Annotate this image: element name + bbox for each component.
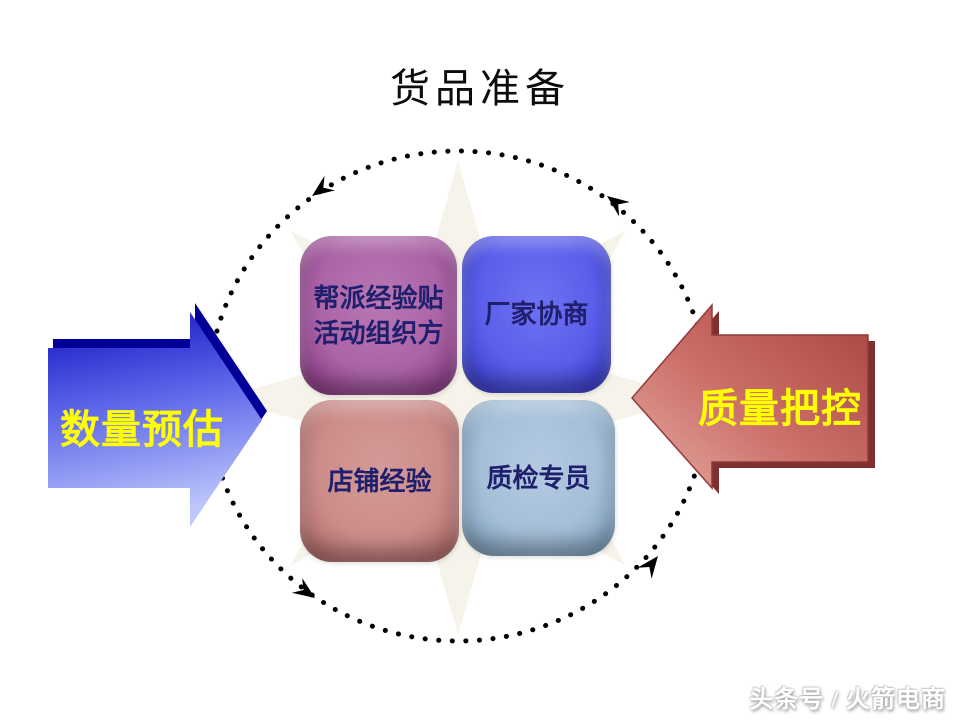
box-shop-experience-label: 店铺经验 (327, 466, 432, 496)
watermark: 头条号 / 火箭电商 (749, 687, 946, 713)
page-title: 货品准备 (390, 66, 570, 111)
cycle-arrowhead-top-right-icon (607, 196, 630, 217)
quality-arrow-label: 质量把控 (698, 386, 862, 431)
box-shop-experience: 店铺经验 (300, 400, 459, 562)
background-star-shape (221, 161, 695, 635)
box-quality-inspector-label: 质检专员 (486, 463, 591, 493)
box-manufacturer-negotiation: 厂家协商 (462, 236, 611, 393)
box-gang-experience: 帮派经验贴 活动组织方 (300, 236, 457, 395)
box-quality-inspector: 质检专员 (462, 400, 615, 556)
cycle-dotted-ring (205, 148, 711, 644)
quantity-arrow-label: 数量预估 (60, 407, 224, 452)
cycle-arrowhead-bottom-left-icon (291, 578, 315, 598)
cycle-arrowhead-bottom-right-icon (637, 556, 658, 579)
cycle-arrowhead-top-left-icon (312, 175, 336, 196)
box-manufacturer-negotiation-label: 厂家协商 (484, 300, 589, 329)
box-gang-experience-label: 帮派经验贴 活动组织方 (313, 283, 444, 348)
